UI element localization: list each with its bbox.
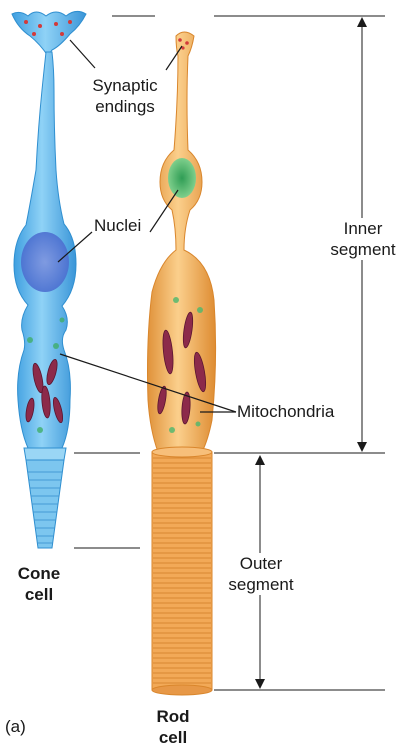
figure-label: (a) [5,716,26,737]
cone-cell-body [12,11,86,548]
mitochondria-label: Mitochondria [237,401,334,422]
outer-segment-label: Outer segment [218,553,304,595]
cone-nucleus [21,232,69,292]
synaptic-endings-label: Synaptic endings [80,75,170,117]
rod-cell-label: Rod cell [138,706,208,748]
inner-segment-label: Inner segment [322,218,404,260]
rod-nucleus [168,158,196,198]
rod-cell-body [148,32,216,695]
nuclei-label: Nuclei [94,215,141,236]
cone-cell-label: Cone cell [4,563,74,605]
